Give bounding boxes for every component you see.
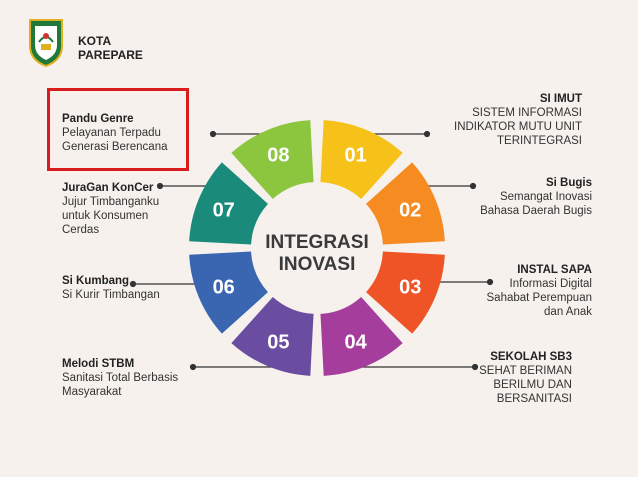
- ring-segment-07: [189, 162, 268, 245]
- ring-segment-02: [366, 162, 445, 245]
- center-line2: INOVASI: [278, 254, 356, 275]
- segment-number-03: 03: [399, 277, 421, 299]
- item-01: SI IMUT SISTEM INFORMASI INDIKATOR MUTU …: [454, 92, 582, 148]
- center-line1: INTEGRASI: [265, 232, 369, 253]
- item-02: Si Bugis Semangat Inovasi Bahasa Daerah …: [480, 176, 592, 218]
- item-02-desc: Semangat Inovasi Bahasa Daerah Bugis: [480, 191, 592, 217]
- ring-segment-03: [366, 251, 445, 334]
- item-07-title: JuraGan KonCer: [62, 182, 154, 194]
- item-07-desc: Jujur Timbanganku untuk Konsumen Cerdas: [62, 196, 160, 236]
- item-01-title: SI IMUT: [539, 93, 582, 105]
- item-01-desc: SISTEM INFORMASI INDIKATOR MUTU UNIT TER…: [454, 107, 582, 147]
- item-05-desc: Sanitasi Total Berbasis Masyarakat: [62, 372, 179, 398]
- ring-segment-01: [320, 120, 403, 199]
- city-line1: KOTA: [78, 34, 112, 48]
- segment-number-07: 07: [213, 199, 235, 221]
- item-06-desc: Si Kurir Timbangan: [62, 289, 160, 301]
- segment-number-06: 06: [213, 277, 235, 299]
- segment-number-01: 01: [345, 145, 367, 167]
- segment-number-05: 05: [267, 331, 289, 353]
- item-04: SEKOLAH SB3 SEHAT BERIMAN BERILMU DAN BE…: [479, 350, 572, 406]
- highlight-box: [47, 88, 189, 171]
- item-08: Pandu Genre Pelayanan Terpadu Generasi B…: [62, 112, 167, 154]
- city-line2: PAREPARE: [78, 48, 143, 62]
- segment-number-08: 08: [267, 145, 289, 167]
- item-06-title: Si Kumbang: [62, 275, 130, 287]
- segment-number-02: 02: [399, 199, 421, 221]
- item-04-title: SEKOLAH SB3: [490, 351, 572, 363]
- item-03-desc: Informasi Digital Sahabat Perempuan dan …: [486, 278, 593, 318]
- item-08-title: Pandu Genre: [62, 113, 134, 125]
- center-title: INTEGRASI INOVASI: [256, 232, 378, 276]
- item-05-title: Melodi STBM: [62, 358, 135, 370]
- city-name: KOTA PAREPARE: [78, 34, 143, 62]
- ring-segment-08: [231, 120, 314, 199]
- item-02-title: Si Bugis: [545, 177, 592, 189]
- ring-segment-06: [189, 251, 268, 334]
- item-06: Si Kumbang Si Kurir Timbangan: [62, 274, 160, 302]
- item-03-title: INSTAL SAPA: [517, 264, 592, 276]
- item-07: JuraGan KonCer Jujur Timbanganku untuk K…: [62, 181, 159, 237]
- item-05: Melodi STBM Sanitasi Total Berbasis Masy…: [62, 357, 178, 399]
- item-04-desc: SEHAT BERIMAN BERILMU DAN BERSANITASI: [479, 365, 572, 405]
- connector-lines: [129, 130, 494, 371]
- segment-number-04: 04: [345, 331, 368, 353]
- item-08-desc: Pelayanan Terpadu Generasi Berencana: [62, 127, 168, 153]
- ring-segment-05: [231, 297, 314, 376]
- kota-parepare-logo: [29, 19, 63, 68]
- ring-segment-04: [320, 297, 403, 376]
- item-03: INSTAL SAPA Informasi Digital Sahabat Pe…: [487, 263, 593, 319]
